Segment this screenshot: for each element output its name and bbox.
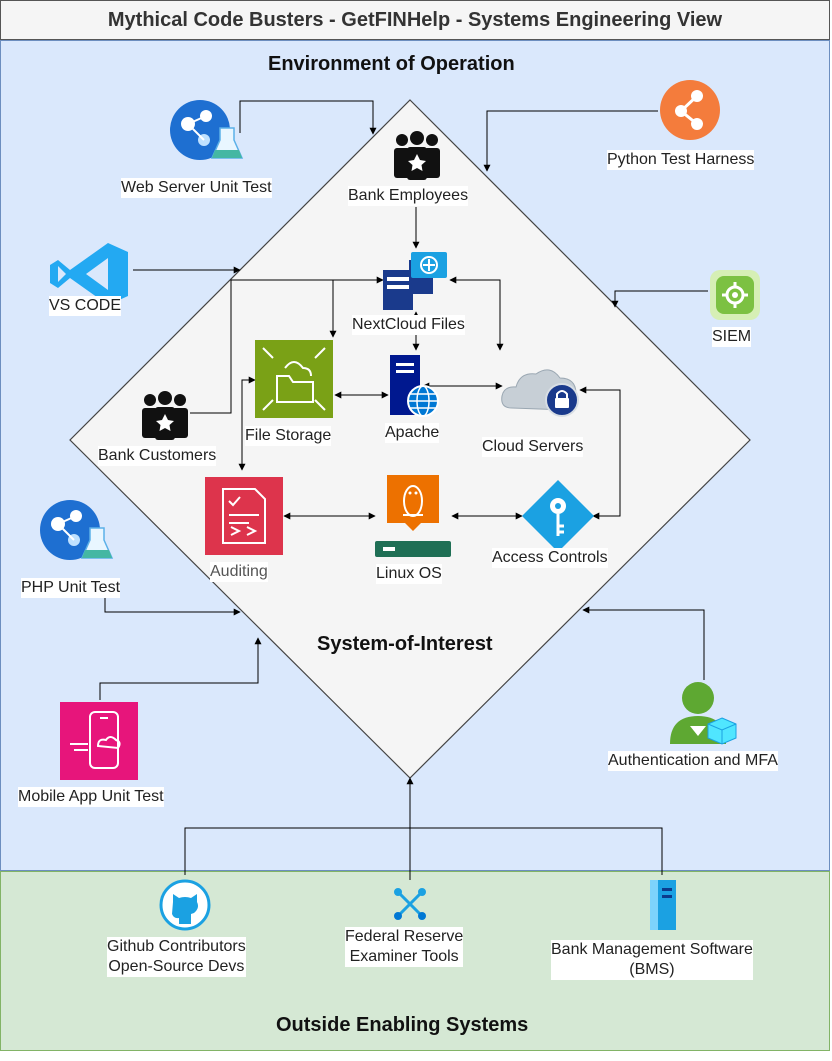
server-tower-icon <box>650 880 676 930</box>
github-label: Github Contributors Open-Source Devs <box>107 937 246 977</box>
github-icon <box>159 879 211 931</box>
web-test-flask-icon <box>170 100 244 160</box>
cloud-servers-label: Cloud Servers <box>482 437 584 457</box>
connectors <box>99 100 708 880</box>
web-test-flask-icon <box>40 500 114 560</box>
bank-customers-label: Bank Customers <box>98 446 217 466</box>
cloud-lock-icon <box>501 369 579 417</box>
siem-label: SIEM <box>712 327 752 347</box>
folder-storage-icon <box>255 340 333 418</box>
file-server-icon <box>383 252 447 310</box>
fed-reserve-label-line2: Examiner Tools <box>349 948 459 965</box>
fed-reserve-label: Federal Reserve Examiner Tools <box>345 927 464 967</box>
bms-label-line1: Bank Management Software <box>551 941 753 958</box>
diagram-title: Mythical Code Busters - GetFINHelp - Sys… <box>0 0 830 40</box>
mobile-cloud-icon <box>60 702 138 780</box>
bms-label-line2: (BMS) <box>629 961 675 978</box>
fed-reserve-label-line1: Federal Reserve <box>345 928 464 945</box>
environment-title: Environment of Operation <box>268 53 515 75</box>
linux-penguin-icon <box>375 475 451 557</box>
python-test-harness-label: Python Test Harness <box>607 150 755 170</box>
web-server-unit-test-label: Web Server Unit Test <box>121 178 272 198</box>
vs-code-label: VS CODE <box>49 296 122 316</box>
apache-label: Apache <box>385 423 440 443</box>
linux-os-label: Linux OS <box>376 564 442 584</box>
vscode-icon <box>50 243 128 305</box>
authentication-mfa-label: Authentication and MFA <box>608 751 778 771</box>
system-title: System-of-Interest <box>317 633 493 655</box>
people-group-icon <box>142 391 188 440</box>
people-group-icon <box>394 131 440 180</box>
php-unit-test-label: PHP Unit Test <box>21 578 121 598</box>
tools-icon <box>394 888 426 920</box>
security-gear-icon <box>710 270 760 320</box>
user-cube-icon <box>670 682 737 745</box>
mobile-app-unit-test-label: Mobile App Unit Test <box>18 787 164 807</box>
outside-title: Outside Enabling Systems <box>276 1014 529 1036</box>
key-diamond-icon <box>522 480 594 552</box>
auditing-label: Auditing <box>210 562 268 582</box>
github-label-line1: Github Contributors <box>107 938 246 955</box>
file-storage-label: File Storage <box>245 426 332 446</box>
github-label-line2: Open-Source Devs <box>108 958 245 975</box>
share-nodes-icon <box>660 80 720 140</box>
audit-checklist-icon <box>205 477 283 555</box>
bms-label: Bank Management Software (BMS) <box>551 940 753 980</box>
server-globe-icon <box>390 355 439 417</box>
bank-employees-label: Bank Employees <box>348 186 469 206</box>
access-controls-label: Access Controls <box>492 548 608 568</box>
nextcloud-files-label: NextCloud Files <box>352 315 465 335</box>
